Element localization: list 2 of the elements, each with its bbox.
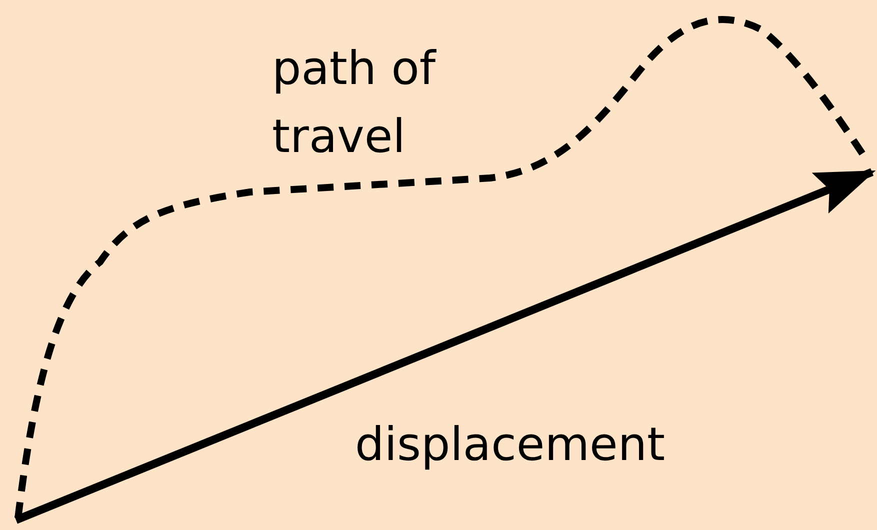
text-label: path of travel	[272, 40, 438, 165]
text-label: displacement	[355, 416, 666, 473]
